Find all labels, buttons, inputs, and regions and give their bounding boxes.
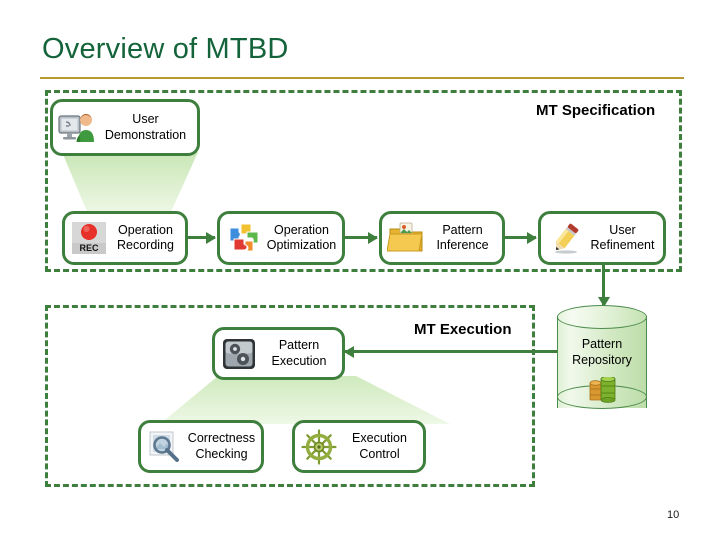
node-user-refinement[interactable]: User Refinement [538, 211, 666, 265]
node-label-line1: Execution [352, 431, 407, 446]
database-cylinders-icon [588, 376, 618, 403]
title-underline-rule [40, 77, 684, 79]
node-label-line2: Refinement [590, 238, 655, 252]
node-correctness-checking[interactable]: Correctness Checking [138, 420, 264, 473]
node-label-line2: Control [359, 446, 400, 461]
node-label-user-demonstration: User Demonstration [98, 112, 197, 143]
node-label-correctness-checking: Correctness Checking [186, 431, 261, 462]
group-label-mt-specification: MT Specification [536, 102, 656, 119]
node-label-line2: Execution [271, 353, 327, 368]
node-label-operation-recording: Operation Recording [110, 223, 185, 254]
node-label-line1: Pattern [278, 338, 320, 353]
node-label-line2: Inference [436, 238, 489, 252]
node-operation-recording[interactable]: REC Operation Recording [62, 211, 188, 265]
repo-label-line2: Repository [572, 352, 632, 367]
pattern-repository-cylinder[interactable]: Pattern Repository [557, 305, 647, 415]
node-label-line1: Operation [118, 222, 173, 237]
rec-button-icon: REC [70, 219, 108, 257]
folder-photos-icon [386, 219, 425, 257]
node-label-line1: User [132, 112, 159, 127]
group-label-mt-execution: MT Execution [414, 321, 512, 338]
arrow-recording-to-optimization [188, 231, 216, 244]
node-user-demonstration[interactable]: User Demonstration [50, 99, 200, 156]
page-number: 10 [667, 509, 680, 521]
ship-wheel-icon [300, 428, 338, 466]
node-label-user-refinement: User Refinement [586, 223, 663, 254]
node-label-line2: Recording [117, 238, 174, 252]
node-operation-optimization[interactable]: Operation Optimization [217, 211, 345, 265]
node-label-line1: User [609, 222, 636, 237]
funnel-connector-execution-to-subtasks [160, 376, 450, 424]
arrow-inference-to-refinement [505, 231, 537, 244]
page-title: Overview of MTBD [42, 33, 289, 65]
pencil-icon [546, 219, 584, 257]
svg-text:REC: REC [79, 243, 99, 253]
node-execution-control[interactable]: Execution Control [292, 420, 426, 473]
node-label-execution-control: Execution Control [340, 431, 423, 462]
pattern-repository-label: Pattern Repository [557, 337, 647, 368]
node-pattern-inference[interactable]: Pattern Inference [379, 211, 505, 265]
magnifier-icon [146, 428, 184, 466]
gears-icon [220, 335, 258, 373]
node-label-line2: Optimization [266, 238, 337, 252]
node-label-line1: Operation [274, 222, 329, 237]
node-label-line1: Pattern [442, 222, 483, 237]
funnel-connector-demonstration-to-recording [62, 152, 198, 214]
node-label-line2: Checking [195, 446, 248, 461]
arrow-refinement-to-repository [597, 262, 610, 307]
group-box-mt-execution [45, 305, 535, 487]
repo-label-line1: Pattern [581, 337, 623, 351]
arrow-repository-to-pattern-execution [344, 345, 603, 358]
node-pattern-execution[interactable]: Pattern Execution [212, 327, 345, 380]
user-monitor-icon [58, 109, 96, 147]
arrow-optimization-to-inference [345, 231, 378, 244]
node-label-pattern-inference: Pattern Inference [427, 223, 502, 254]
group-box-mt-specification [45, 90, 682, 272]
node-label-operation-optimization: Operation Optimization [265, 223, 342, 254]
node-label-line1: Correctness [187, 431, 256, 446]
puzzle-pieces-icon [225, 219, 263, 257]
node-label-pattern-execution: Pattern Execution [260, 338, 342, 369]
cylinder-top-ellipse [557, 305, 647, 329]
node-label-line2: Demonstration [104, 127, 187, 142]
